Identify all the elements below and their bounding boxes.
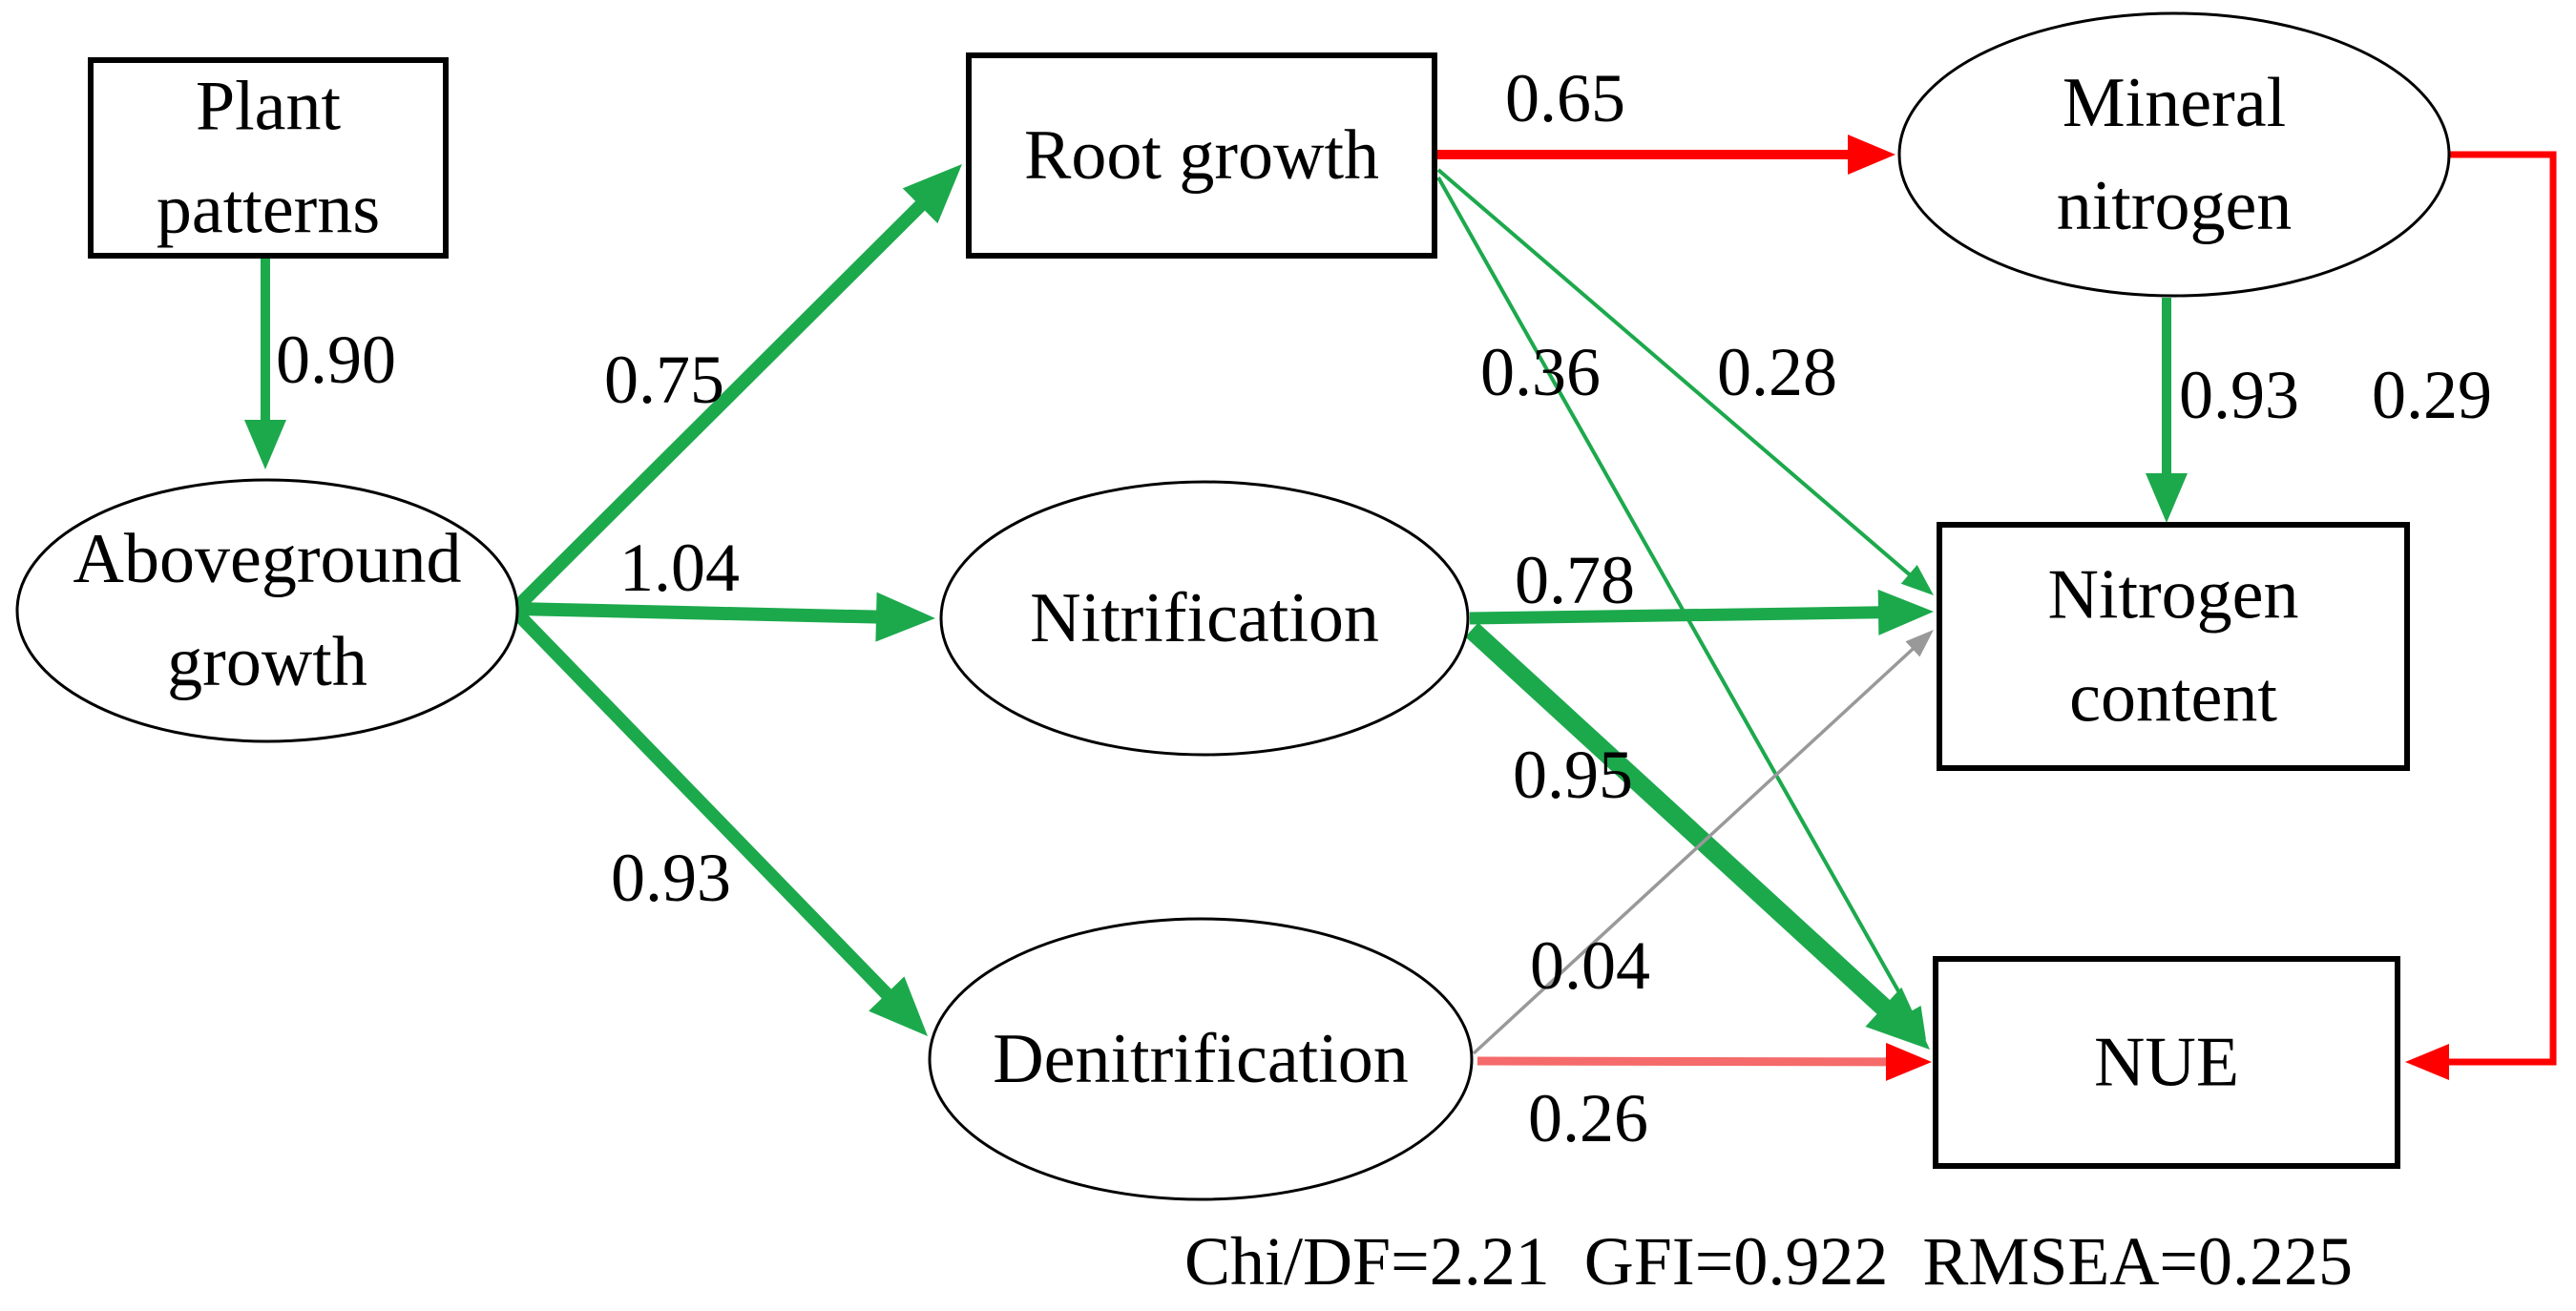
edge-label-aboveground-to-rootgrowth: 0.75: [604, 342, 724, 418]
node-nitrogen-content: [1937, 522, 2410, 771]
edge-label-rootgrowth-to-nue: 0.36: [1480, 334, 1601, 410]
nodes-layer: [15, 11, 2451, 1201]
edge-label-nitrification-to-nitrogencontent: 0.78: [1515, 542, 1635, 618]
edge-aboveground-to-rootgrowth: [511, 198, 928, 614]
arrowhead-plant-to-aboveground: [244, 420, 286, 469]
node-label-root-growth: Root growth: [1024, 116, 1379, 195]
arrowhead-aboveground-to-nitrification: [875, 592, 935, 642]
edge-aboveground-to-denitrification: [510, 607, 894, 1002]
edge-label-denitrification-to-nitrogencontent: 0.04: [1530, 927, 1650, 1004]
edge-label-denitrification-to-nue: 0.26: [1528, 1080, 1648, 1156]
edge-rootgrowth-to-nitrogencontent: [1436, 168, 1914, 578]
edge-aboveground-to-nitrification: [514, 602, 881, 624]
arrowhead-aboveground-to-denitrification: [869, 976, 928, 1036]
node-label-nue: NUE: [2094, 1024, 2239, 1102]
node-mineral-nitrogen: [1897, 11, 2451, 298]
edge-mineralnitrogen-to-nue: [2445, 151, 2557, 1066]
edge-label-plant-to-aboveground: 0.90: [276, 322, 396, 398]
edge-label-mineralnitrogen-to-nue: 0.29: [2372, 357, 2492, 433]
edge-rootgrowth-to-nue: [1436, 177, 1914, 1016]
node-aboveground-growth: [15, 478, 519, 743]
edge-denitrification-to-nue: [1476, 1056, 1891, 1067]
arrowhead-rootgrowth-to-nitrogencontent: [1900, 564, 1934, 595]
node-root-growth: [966, 52, 1437, 259]
edge-nitrification-to-nitrogencontent: [1469, 606, 1883, 625]
edge-label-rootgrowth-to-mineralnitrogen: 0.65: [1505, 60, 1625, 136]
edge-label-aboveground-to-nitrification: 1.04: [619, 530, 740, 606]
edges-layer: [244, 135, 2557, 1081]
edge-label-aboveground-to-denitrification: 0.93: [611, 840, 731, 916]
arrowhead-nitrification-to-nue: [1865, 987, 1930, 1050]
arrowhead-mineralnitrogen-to-nitrogencontent: [2146, 473, 2188, 523]
edge-denitrification-to-nitrogencontent: [1472, 645, 1917, 1055]
arrowhead-nitrification-to-nitrogencontent: [1877, 589, 1934, 635]
arrowhead-denitrification-to-nitrogencontent: [1905, 630, 1934, 657]
edge-nitrification-to-nue: [1465, 622, 1894, 1017]
labels-layer: 0.90 0.75 1.04 0.93 0.65 0.28 0.36 0.93 0.29 0.78…: [73, 60, 2492, 1156]
edge-label-nitrification-to-nue: 0.95: [1513, 737, 1633, 813]
arrowhead-denitrification-to-nue: [1885, 1042, 1932, 1081]
node-nue: [1933, 956, 2400, 1169]
node-plant-patterns: [88, 57, 449, 259]
node-label-denitrification: Denitrification: [993, 1020, 1409, 1098]
node-denitrification: [928, 917, 1474, 1201]
fit-statistics: Chi/DF=2.21 GFI=0.922 RMSEA=0.225: [1184, 1223, 2353, 1300]
arrowhead-rootgrowth-to-mineralnitrogen: [1848, 135, 1895, 175]
arrowhead-mineralnitrogen-to-nue: [2405, 1044, 2449, 1080]
node-label-nitrification: Nitrification: [1030, 579, 1379, 657]
node-nitrification: [939, 480, 1470, 757]
arrowhead-aboveground-to-rootgrowth: [902, 164, 962, 224]
edge-label-mineralnitrogen-to-nitrogencontent: 0.93: [2179, 357, 2299, 433]
edge-label-rootgrowth-to-nitrogencontent: 0.28: [1717, 334, 1837, 410]
